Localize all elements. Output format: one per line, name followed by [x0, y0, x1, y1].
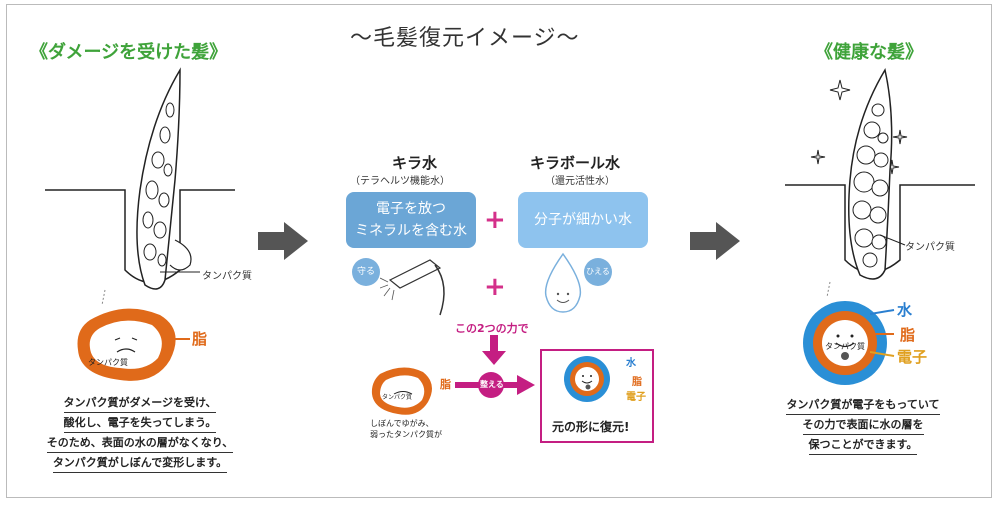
healthy-description: タンパク質が電子をもっていて その力で表面に水の層を 保つことができます。 — [748, 395, 978, 455]
protect-tag: 守る — [352, 258, 380, 286]
spray-nozzle-icon — [380, 259, 445, 316]
restored-electron-label: 電子 — [626, 392, 646, 403]
kira-water-title: キラ水 — [392, 154, 438, 172]
damaged-desc-line: タンパク質がしぼんで変形します。 — [52, 453, 228, 473]
plus-icon-2: + — [484, 272, 506, 302]
shrunk-caption: しぼんでゆがみ、 弱ったタンパク質が — [370, 418, 442, 440]
cool-tag: ひえる — [584, 258, 612, 286]
diagram-frame — [6, 4, 992, 498]
damaged-description: タンパク質がダメージを受け、 酸化し、電子を失ってしまう。 そのため、表面の水の… — [20, 393, 260, 473]
healthy-desc-line: 保つことができます。 — [808, 435, 918, 455]
healthy-desc-line: その力で表面に水の層を — [802, 415, 924, 435]
damaged-protein-label: タンパク質 — [202, 271, 252, 282]
arrow-down-icon — [482, 335, 506, 365]
restored-water-label: 水 — [626, 358, 636, 369]
damaged-cell-illustration — [77, 308, 176, 381]
damaged-hair-heading: 《ダメージを受けた髪》 — [30, 42, 228, 63]
two-power-label: この2つの力で — [455, 322, 529, 335]
restored-cell-illustration — [564, 356, 610, 402]
damaged-desc-line: タンパク質がダメージを受け、 — [63, 393, 217, 413]
healthy-hair-heading: 《健康な髪》 — [815, 42, 923, 63]
label-pointer-lines — [870, 309, 895, 357]
damaged-desc-line: そのため、表面の水の層がなくなり、 — [46, 433, 234, 453]
fat-pointer-line — [170, 338, 190, 340]
shrunk-fat-label: 脂 — [440, 378, 451, 391]
arrange-label: 整える — [480, 380, 504, 389]
healthy-cell-inner-label: タンパク質 — [825, 342, 865, 351]
damaged-hair-illustration — [45, 67, 235, 306]
kiraball-water-box: 分子が細かい水 — [518, 192, 648, 248]
healthy-water-label: 水 — [897, 301, 913, 319]
restored-caption: 元の形に復元! — [552, 420, 630, 434]
healthy-protein-label: タンパク質 — [905, 242, 955, 253]
shrunk-cell-inner-label: タンパク質 — [382, 394, 413, 401]
plus-icon: + — [484, 205, 506, 235]
healthy-fat-label: 脂 — [900, 326, 916, 344]
healthy-hair-illustration — [785, 68, 975, 298]
shrunk-cell-illustration — [371, 367, 432, 415]
damaged-fat-label: 脂 — [192, 330, 208, 348]
shrunk-caption-line: 弱ったタンパク質が — [370, 430, 442, 439]
kira-water-box-line: ミネラルを含む水 — [355, 223, 467, 239]
kira-water-box-line: 電子を放つ — [376, 201, 446, 217]
kiraball-water-subtitle: （還元活性水） — [545, 176, 615, 187]
kira-water-box: 電子を放つ ミネラルを含む水 — [346, 192, 476, 248]
damaged-cell-inner-label: タンパク質 — [88, 358, 128, 367]
arrow-right-icon — [258, 222, 308, 260]
arrange-arrow-icon — [455, 372, 535, 398]
healthy-electron-label: 電子 — [897, 348, 928, 366]
arrow-right-icon-2 — [690, 222, 740, 260]
kira-water-subtitle: （テラヘルツ機能水） — [350, 176, 450, 187]
page-title: 〜毛髪復元イメージ〜 — [350, 26, 580, 51]
restored-result-box — [540, 349, 654, 443]
kiraball-water-title: キラボール水 — [530, 154, 621, 172]
shrunk-caption-line: しぼんでゆがみ、 — [370, 419, 434, 428]
healthy-cell-illustration — [803, 301, 887, 385]
water-drop-icon — [544, 252, 582, 313]
damaged-desc-line: 酸化し、電子を失ってしまう。 — [63, 413, 217, 433]
healthy-desc-line: タンパク質が電子をもっていて — [786, 395, 940, 415]
restored-fat-label: 脂 — [632, 377, 642, 388]
